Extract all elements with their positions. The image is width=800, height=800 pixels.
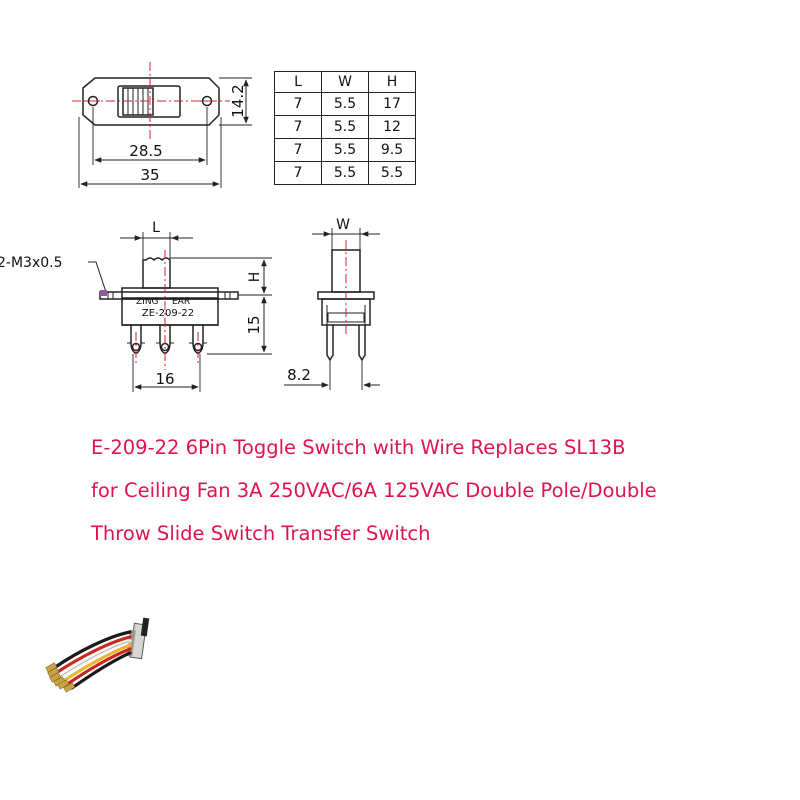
dim-L: L xyxy=(152,220,160,236)
table-header-row: L W H xyxy=(274,71,416,93)
product-title-line: E-209-22 6Pin Toggle Switch with Wire Re… xyxy=(91,436,626,459)
wire-bundle xyxy=(52,630,132,690)
table-header-cell: L xyxy=(274,71,322,93)
table-header-cell: H xyxy=(368,71,416,93)
dim-hole-spacing: 28.5 xyxy=(129,142,162,160)
thread-label: 2-M3x0.5 xyxy=(0,255,63,271)
wire-black-2 xyxy=(70,651,132,690)
table-row: 7 5.5 12 xyxy=(274,115,416,139)
top-view-plate xyxy=(82,77,220,126)
product-title-line: Throw Slide Switch Transfer Switch xyxy=(91,522,431,545)
table-cell: 7 xyxy=(274,138,322,162)
dim-pin-spacing: 16 xyxy=(155,370,174,388)
end-view xyxy=(284,228,380,390)
dim-W: W xyxy=(336,217,350,233)
wire-yellow xyxy=(60,643,132,684)
side-view-actuator xyxy=(142,257,171,289)
table-row: 7 5.5 17 xyxy=(274,92,416,116)
dim-length: 35 xyxy=(140,166,159,184)
product-title: E-209-22 6Pin Toggle Switch with Wire Re… xyxy=(91,426,781,555)
table-cell: 9.5 xyxy=(368,138,416,162)
table-cell: 5.5 xyxy=(321,92,369,116)
body-marking-ear: EAR xyxy=(172,297,190,307)
table-cell: 5.5 xyxy=(321,161,369,185)
table-cell: 5.5 xyxy=(321,138,369,162)
table-cell: 5.5 xyxy=(368,161,416,185)
table-cell: 7 xyxy=(274,115,322,139)
table-cell: 12 xyxy=(368,115,416,139)
table-header-cell: W xyxy=(321,71,369,93)
product-photo xyxy=(45,617,150,693)
body-marking-model: ZE-209-22 xyxy=(142,308,194,319)
dim-depth: 8.2 xyxy=(287,366,311,384)
side-view-pins xyxy=(127,325,207,354)
wire-terminals xyxy=(45,662,76,693)
side-view xyxy=(88,232,272,392)
product-title-line: for Ceiling Fan 3A 250VAC/6A 125VAC Doub… xyxy=(91,479,657,502)
technical-drawing: 28.5 35 14.2 xyxy=(0,62,380,392)
wire-black xyxy=(52,630,132,670)
dim-height: 14.2 xyxy=(229,84,247,117)
thread-leader xyxy=(88,261,107,293)
wire-red xyxy=(54,635,132,675)
dimension-table: L W H 7 5.5 17 7 5.5 12 7 5.5 9.5 7 5.5 … xyxy=(274,71,416,185)
table-cell: 5.5 xyxy=(321,115,369,139)
top-view xyxy=(72,62,252,188)
table-cell: 7 xyxy=(274,92,322,116)
table-row: 7 5.5 5.5 xyxy=(274,161,416,185)
table-cell: 7 xyxy=(274,161,322,185)
table-cell: 17 xyxy=(368,92,416,116)
dim-side-height: 15 xyxy=(245,315,263,334)
side-view-housing xyxy=(121,287,219,299)
dim-H: H xyxy=(247,272,263,283)
body-marking-zing: ZING xyxy=(136,297,159,307)
wire-red-2 xyxy=(64,647,132,687)
table-row: 7 5.5 9.5 xyxy=(274,138,416,162)
